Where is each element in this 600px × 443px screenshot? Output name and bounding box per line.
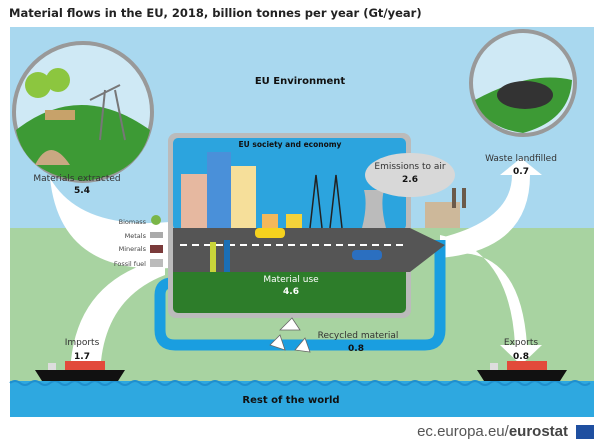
emissions-value: 2.6 — [402, 175, 418, 185]
person — [224, 240, 230, 272]
society-label: EU society and economy — [238, 140, 342, 149]
material-type-fossil-fuel: Fossil fuel — [113, 260, 146, 268]
cooling-tower — [362, 190, 386, 228]
minerals-icon — [150, 245, 163, 253]
fossil-fuel-icon — [150, 259, 163, 267]
eurostat-footer[interactable]: ec.europa.eu/eurostat — [417, 423, 568, 440]
emission-cloud — [365, 153, 455, 197]
imports-value: 1.7 — [74, 352, 90, 362]
rest-of-world-label: Rest of the world — [242, 395, 340, 406]
footer-brand: eurostat — [508, 423, 568, 440]
imports-flow — [70, 258, 165, 380]
recycled-value: 0.8 — [348, 344, 364, 354]
material-type-biomass: Biomass — [118, 218, 146, 226]
person — [210, 242, 216, 272]
biomass-icon — [151, 215, 161, 225]
import-ship — [35, 361, 125, 381]
export-flow — [440, 235, 542, 365]
footer-site: ec.europa.eu/ — [417, 423, 509, 440]
landfill-flow — [440, 158, 542, 258]
imports-label: Imports — [64, 338, 100, 348]
material-use-label: Material use — [263, 275, 319, 285]
blue-car — [352, 250, 382, 260]
recycle-flow — [154, 240, 446, 351]
sea-background — [10, 381, 594, 417]
eu-flag-icon — [576, 425, 594, 439]
export-ship — [477, 361, 567, 381]
material-type-minerals: Minerals — [118, 245, 146, 253]
material-type-metals: Metals — [124, 232, 146, 240]
landfilled-label: Waste landfilled — [485, 154, 557, 164]
house — [286, 214, 302, 228]
house — [262, 214, 278, 228]
yellow-car — [255, 228, 285, 238]
building — [207, 152, 231, 228]
exports-label: Exports — [503, 338, 539, 348]
pylon — [309, 174, 343, 229]
recycle-icon — [269, 317, 311, 353]
extracted-value: 5.4 — [74, 186, 90, 196]
road-arrow — [173, 228, 445, 272]
waves — [9, 380, 591, 386]
emissions-label: Emissions to air — [374, 162, 446, 172]
eu-environment-label: EU Environment — [254, 76, 346, 87]
exports-value: 0.8 — [513, 352, 529, 362]
building — [231, 166, 256, 228]
landfilled-value: 0.7 — [513, 167, 529, 177]
diagram-title: Material flows in the EU, 2018, billion … — [9, 6, 422, 20]
metals-icon — [150, 232, 163, 238]
recycled-label: Recycled material — [317, 331, 399, 341]
building — [181, 174, 207, 228]
extracted-label: Materials extracted — [33, 174, 121, 184]
material-use-value: 4.6 — [283, 287, 299, 297]
